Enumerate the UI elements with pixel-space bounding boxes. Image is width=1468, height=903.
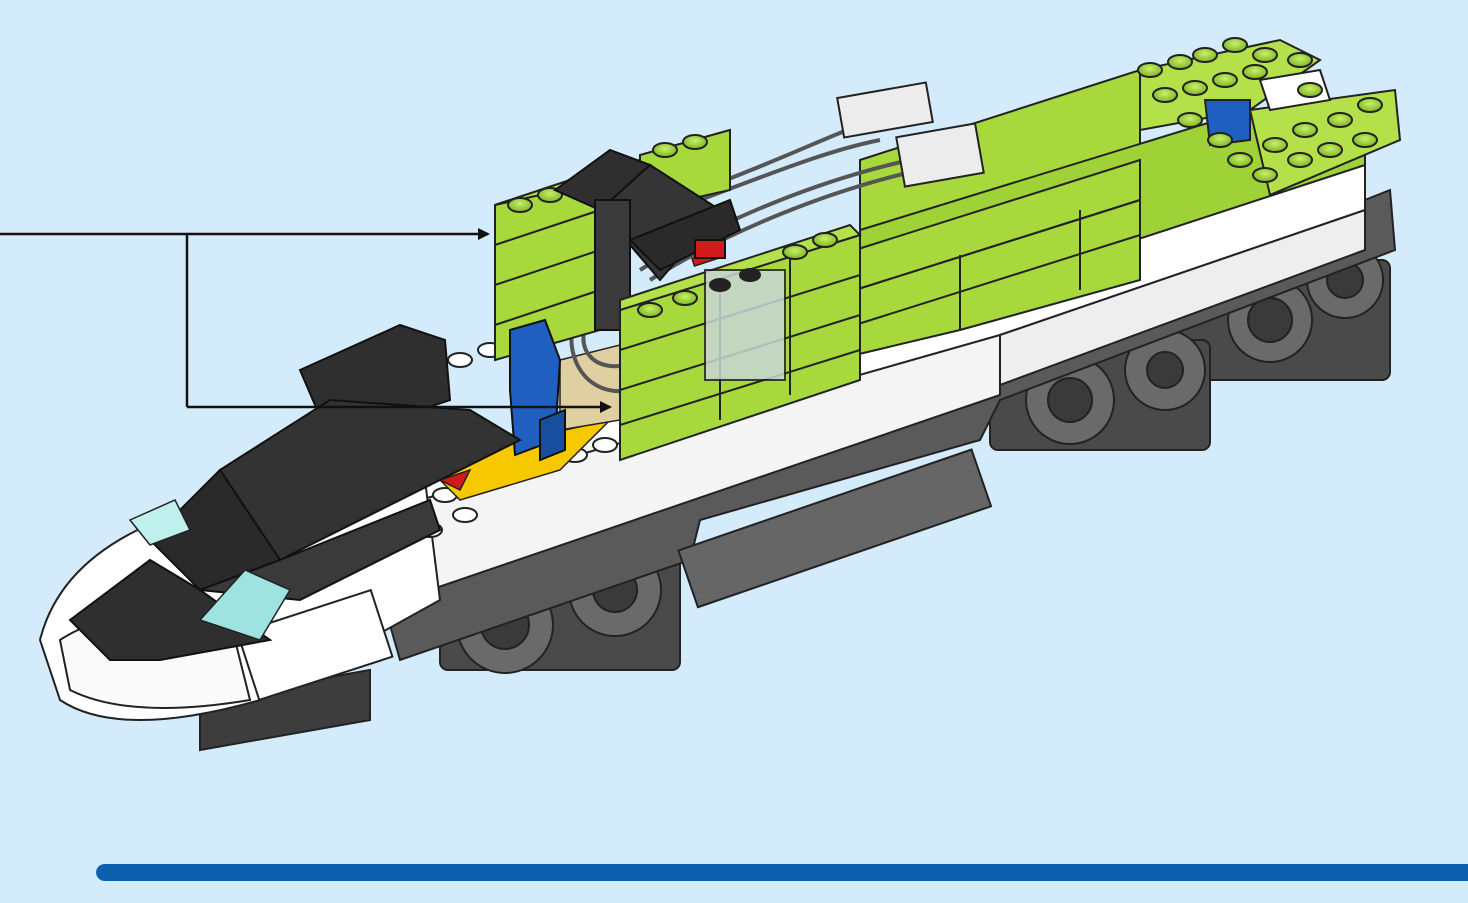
lime-middle-section	[854, 158, 1141, 357]
callout-arrows	[0, 228, 612, 413]
blue-seat	[509, 318, 566, 462]
cable-connectors	[836, 81, 985, 188]
windshield	[128, 499, 292, 641]
step-progress-bar	[96, 864, 1468, 881]
callout-line-main	[0, 232, 189, 407]
step-progress-fill	[96, 864, 1468, 881]
lime-brick-stack-front	[619, 223, 862, 462]
black-slope-parts	[553, 148, 742, 331]
black-cab-slopes	[68, 323, 523, 661]
